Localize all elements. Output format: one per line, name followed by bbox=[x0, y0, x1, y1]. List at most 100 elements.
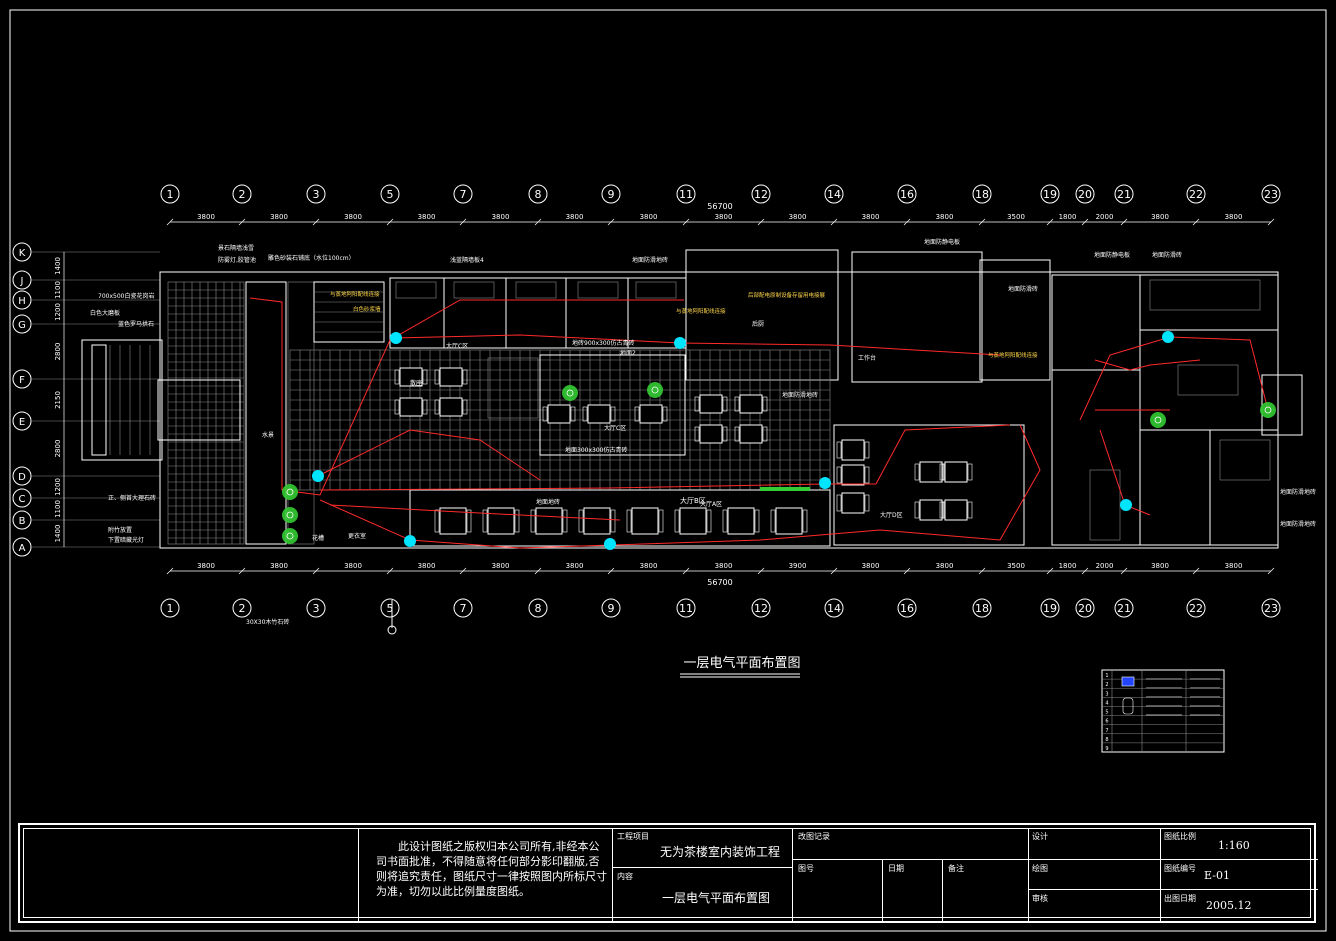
axis-left-label: C bbox=[19, 494, 26, 505]
axis-left-label: D bbox=[18, 472, 26, 483]
table bbox=[439, 397, 463, 417]
plan-label: 地面2 bbox=[620, 349, 636, 357]
chair bbox=[530, 509, 536, 533]
bottom-dimension: 3800 bbox=[715, 562, 733, 570]
date-out-value: 2005.12 bbox=[1206, 899, 1252, 912]
east-wing bbox=[1051, 274, 1303, 546]
project-label: 工程项目 bbox=[617, 832, 649, 841]
chair bbox=[674, 509, 680, 533]
bottom-dimension: 2000 bbox=[1096, 562, 1114, 570]
left-dimension: 1400 bbox=[54, 525, 62, 543]
axis-top-label: 19 bbox=[1043, 188, 1057, 201]
plan-label: 地砖900x300仿古青砖 bbox=[572, 339, 634, 347]
axis-top-label: 5 bbox=[387, 188, 394, 201]
chair bbox=[434, 399, 440, 415]
left-dimension: 2800 bbox=[54, 440, 62, 458]
axis-bottom-9: 9 bbox=[601, 598, 621, 618]
axis-bottom-label: 20 bbox=[1078, 602, 1092, 615]
left-dimension: 1100 bbox=[54, 500, 62, 518]
axis-bottom-21: 21 bbox=[1114, 598, 1134, 618]
total-dim-bottom: 56700 bbox=[707, 578, 732, 587]
hall-d bbox=[833, 424, 1025, 546]
chair bbox=[722, 396, 728, 412]
top-dimension: 3800 bbox=[197, 213, 215, 221]
axis-top-12: 12 bbox=[751, 184, 771, 204]
left-dimension: 1100 bbox=[54, 281, 62, 299]
axis-bottom-label: 9 bbox=[608, 602, 615, 615]
legend-row-number: 1 bbox=[1105, 673, 1108, 679]
bottom-dimension: 3800 bbox=[936, 562, 954, 570]
axis-top-14: 14 bbox=[824, 184, 844, 204]
chair bbox=[802, 509, 808, 533]
axis-top-label: 14 bbox=[827, 188, 841, 201]
plan-label: 景石隔墙浅雪 bbox=[218, 244, 254, 252]
chair bbox=[634, 406, 640, 422]
axis-top-label: 16 bbox=[900, 188, 914, 201]
top-dimension: 3800 bbox=[1225, 213, 1243, 221]
left-dimension: 2150 bbox=[54, 391, 62, 409]
table bbox=[919, 461, 943, 483]
plan-label: 30X30木竹石砖 bbox=[246, 618, 289, 626]
divider-h1 bbox=[612, 867, 792, 868]
plan-label: 浅蓝隔墙板4 bbox=[450, 256, 484, 264]
divider-5 bbox=[942, 859, 943, 921]
axis-bottom-label: 14 bbox=[827, 602, 841, 615]
axis-left-label: A bbox=[19, 543, 26, 554]
axis-left-E: E bbox=[12, 411, 160, 431]
axis-bottom-7: 7 bbox=[453, 598, 473, 618]
axis-top-label: 20 bbox=[1078, 188, 1092, 201]
plan-label: 更衣室 bbox=[348, 532, 366, 540]
axis-bottom-label: 21 bbox=[1117, 602, 1131, 615]
lobby-floor bbox=[167, 281, 245, 545]
top-dimension: 3800 bbox=[492, 213, 510, 221]
legend-row-number: 8 bbox=[1105, 737, 1108, 743]
axis-left-F: F bbox=[12, 369, 160, 389]
chair bbox=[562, 509, 568, 533]
table bbox=[699, 394, 723, 414]
axis-top-label: 12 bbox=[754, 188, 768, 201]
plan-label: 地面防滑地砖 bbox=[782, 391, 818, 399]
axis-left-label: E bbox=[19, 417, 25, 428]
axis-bottom-20: 20 bbox=[1075, 598, 1095, 618]
chair bbox=[734, 426, 740, 442]
axis-bottom-19: 19 bbox=[1040, 598, 1060, 618]
chair bbox=[578, 509, 584, 533]
table bbox=[399, 367, 423, 387]
legend-row-number: 3 bbox=[1105, 691, 1108, 697]
chair bbox=[836, 494, 842, 512]
axis-top-1: 1 bbox=[160, 184, 180, 204]
axis-bottom-label: 8 bbox=[535, 602, 542, 615]
chair bbox=[658, 509, 664, 533]
plan-label: 下置暗藏光灯 bbox=[108, 536, 144, 544]
axis-top-label: 22 bbox=[1189, 188, 1203, 201]
table bbox=[399, 397, 423, 417]
chair bbox=[836, 466, 842, 484]
chair bbox=[482, 509, 488, 533]
chair bbox=[582, 406, 588, 422]
axis-bottom-label: 12 bbox=[754, 602, 768, 615]
chair bbox=[694, 396, 700, 412]
sheet-border bbox=[9, 9, 1327, 932]
axis-bottom-5: 5 bbox=[380, 598, 400, 618]
copyright-notice: 此设计图纸之版权归本公司所有,非经本公司书面批准，不得随意将任何部分影印翻版,否… bbox=[376, 840, 607, 898]
left-dimension: 1200 bbox=[54, 303, 62, 321]
plan-label: 大厅C区 bbox=[604, 424, 626, 432]
legend-symbol-meter bbox=[1122, 697, 1134, 715]
left-dimension: 2800 bbox=[54, 343, 62, 361]
axis-top-20: 20 bbox=[1075, 184, 1095, 204]
plant-icon bbox=[282, 484, 298, 500]
review-label: 审核 bbox=[1032, 894, 1048, 903]
axis-bottom-label: 16 bbox=[900, 602, 914, 615]
remark-label: 备注 bbox=[948, 864, 964, 873]
left-dimension: 1200 bbox=[54, 478, 62, 496]
axis-bottom-label: 11 bbox=[679, 602, 693, 615]
axis-top-label: 8 bbox=[535, 188, 542, 201]
plan-label: 地面地砖 bbox=[536, 498, 560, 506]
bottom-dimension: 3500 bbox=[1007, 562, 1025, 570]
chair bbox=[914, 501, 920, 519]
axis-bottom-label: 1 bbox=[167, 602, 174, 615]
